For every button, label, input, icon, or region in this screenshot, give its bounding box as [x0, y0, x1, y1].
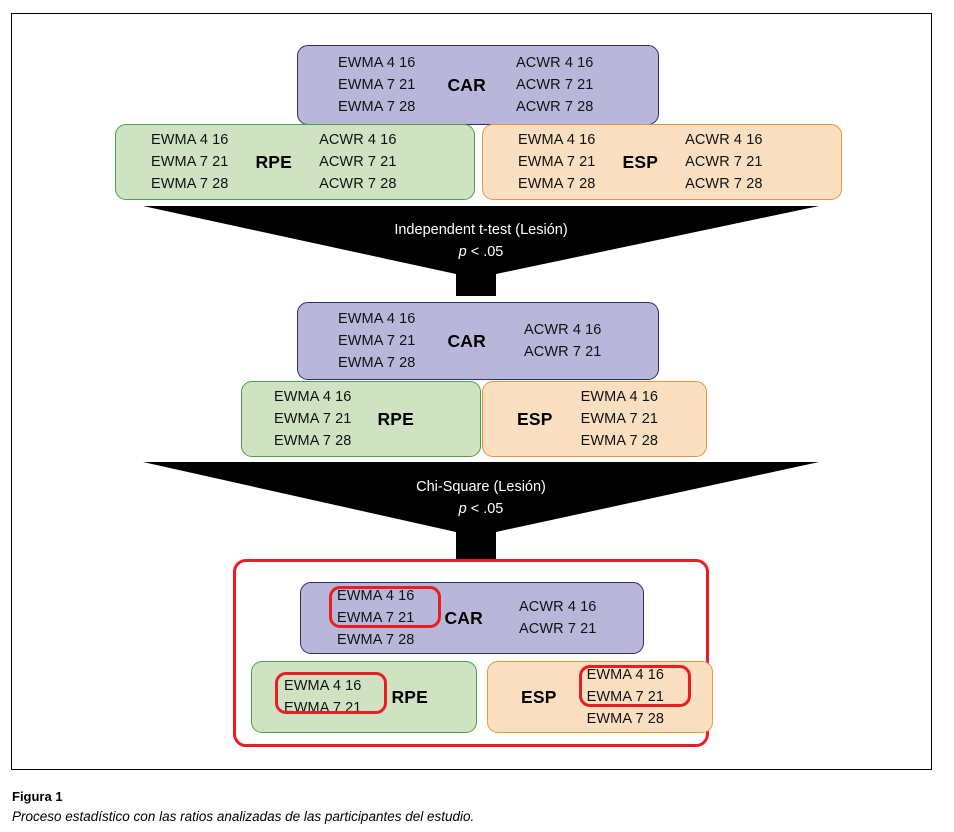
funnel-shape-1 — [143, 206, 819, 296]
stage3-car-label: CAR — [444, 607, 483, 628]
funnel-2-pvalue: p < .05 — [143, 500, 819, 518]
stage1-rpe-left-ratios: EWMA 4 16 EWMA 7 21 EWMA 7 28 — [151, 129, 228, 195]
funnel-arrow-2: Chi-Square (Lesión) p < .05 — [143, 460, 819, 559]
funnel-1-pvalue: p < .05 — [143, 243, 819, 261]
stage2-esp-box: ESP EWMA 4 16 EWMA 7 21 EWMA 7 28 — [482, 381, 707, 457]
stage1-car-label: CAR — [447, 74, 486, 95]
ratio-item: EWMA 4 16 — [338, 55, 416, 71]
ratio-item: EWMA 7 28 — [338, 355, 416, 371]
stage1-esp-right-ratios: ACWR 4 16 ACWR 7 21 ACWR 7 28 — [685, 129, 762, 195]
funnel-1-title: Independent t-test (Lesión) — [394, 222, 568, 238]
stage3-esp-box: ESP EWMA 4 16 EWMA 7 21 EWMA 7 28 — [487, 661, 713, 733]
p-symbol: p — [458, 244, 467, 260]
stage1-esp-label: ESP — [622, 151, 659, 172]
p-symbol: p — [458, 501, 467, 517]
ratio-item: ACWR 7 21 — [518, 621, 597, 637]
caption-title: Figura 1 — [12, 789, 63, 804]
stage3-rpe-box: EWMA 4 16 EWMA 7 21 RPE — [251, 661, 477, 733]
ratio-item: EWMA 7 21 — [338, 77, 416, 93]
ratio-item: ACWR 7 21 — [319, 154, 397, 170]
stage1-esp-left-ratios: EWMA 4 16 EWMA 7 21 EWMA 7 28 — [518, 129, 595, 195]
ratio-item: EWMA 7 21 — [580, 411, 659, 427]
stage3-car-left-ratios: EWMA 4 16 EWMA 7 21 EWMA 7 28 — [329, 585, 441, 651]
stage2-car-right-ratios: ACWR 4 16 ACWR 7 21 — [524, 319, 601, 363]
ratio-item: EWMA 4 16 — [274, 389, 352, 405]
figure-frame: EWMA 4 16 EWMA 7 21 EWMA 7 28 CAR ACWR 4… — [11, 13, 932, 770]
stage1-car-left-ratios: EWMA 4 16 EWMA 7 21 EWMA 7 28 — [338, 52, 415, 118]
ratio-item: ACWR 7 28 — [685, 176, 763, 192]
ratio-item: ACWR 7 21 — [685, 154, 763, 170]
stage3-esp-label: ESP — [521, 686, 557, 707]
ratio-item: EWMA 7 21 — [586, 689, 665, 705]
funnel-shape-2 — [143, 462, 819, 559]
figure-caption: Figura 1 Proceso estadístico con las rat… — [12, 788, 912, 826]
ratio-item: EWMA 7 21 — [518, 154, 596, 170]
ratio-item: EWMA 4 16 — [580, 389, 659, 405]
stage3-car-right-ratios: ACWR 4 16 ACWR 7 21 — [519, 596, 596, 640]
stage2-rpe-left-ratios: EWMA 4 16 EWMA 7 21 EWMA 7 28 — [274, 386, 351, 452]
caption-text: Proceso estadístico con las ratios anali… — [12, 809, 475, 824]
funnel-arrow-1: Independent t-test (Lesión) p < .05 — [143, 204, 819, 296]
ratio-item: EWMA 7 21 — [151, 154, 229, 170]
ratio-item: EWMA 7 28 — [151, 176, 229, 192]
ratio-item: EWMA 4 16 — [338, 311, 416, 327]
stage3-esp-right-ratios: EWMA 4 16 EWMA 7 21 EWMA 7 28 — [578, 664, 691, 730]
ratio-item: ACWR 7 21 — [523, 344, 602, 360]
stage1-rpe-box: EWMA 4 16 EWMA 7 21 EWMA 7 28 RPE ACWR 4… — [115, 124, 475, 200]
stage3-car-box: EWMA 4 16 EWMA 7 21 EWMA 7 28 CAR ACWR 4… — [300, 582, 644, 654]
stage1-rpe-right-ratios: ACWR 4 16 ACWR 7 21 ACWR 7 28 — [319, 129, 396, 195]
stage1-rpe-label: RPE — [255, 151, 293, 172]
ratio-item: ACWR 7 21 — [515, 77, 594, 93]
stage2-car-label: CAR — [447, 330, 486, 351]
stage3-rpe-left-ratios: EWMA 4 16 EWMA 7 21 — [275, 672, 387, 719]
ratio-item: EWMA 7 28 — [580, 433, 659, 449]
funnel-2-title: Chi-Square (Lesión) — [416, 479, 546, 495]
p-threshold: < .05 — [466, 501, 504, 517]
ratio-item: ACWR 4 16 — [518, 599, 597, 615]
stage2-rpe-label: RPE — [377, 408, 415, 429]
ratio-item: ACWR 7 28 — [319, 176, 397, 192]
ratio-item: ACWR 7 28 — [515, 99, 594, 115]
ratio-item: EWMA 4 16 — [284, 678, 362, 694]
ratio-item: EWMA 4 16 — [586, 667, 665, 683]
stage2-esp-right-ratios: EWMA 4 16 EWMA 7 21 EWMA 7 28 — [581, 386, 658, 452]
final-selection-container: EWMA 4 16 EWMA 7 21 EWMA 7 28 CAR ACWR 4… — [233, 559, 713, 747]
ratio-item: EWMA 4 16 — [151, 132, 229, 148]
ratio-item: EWMA 7 21 — [284, 700, 362, 716]
stage1-car-box: EWMA 4 16 EWMA 7 21 EWMA 7 28 CAR ACWR 4… — [297, 45, 659, 125]
ratio-item: EWMA 7 28 — [586, 711, 665, 727]
ratio-item: EWMA 7 21 — [337, 610, 415, 626]
ratio-item: ACWR 4 16 — [515, 55, 594, 71]
stage2-car-box: EWMA 4 16 EWMA 7 21 EWMA 7 28 CAR ACWR 4… — [297, 302, 659, 380]
ratio-item: EWMA 7 28 — [518, 176, 596, 192]
p-threshold: < .05 — [466, 244, 504, 260]
stage2-esp-label: ESP — [517, 408, 553, 429]
stage2-car-left-ratios: EWMA 4 16 EWMA 7 21 EWMA 7 28 — [338, 308, 415, 374]
ratio-item: EWMA 7 21 — [338, 333, 416, 349]
stage1-esp-box: EWMA 4 16 EWMA 7 21 EWMA 7 28 ESP ACWR 4… — [482, 124, 842, 200]
ratio-item: ACWR 4 16 — [685, 132, 763, 148]
ratio-item: EWMA 4 16 — [518, 132, 596, 148]
funnel-1-text-group: Independent t-test (Lesión) p < .05 — [143, 221, 819, 261]
ratio-item: EWMA 7 21 — [274, 411, 352, 427]
funnel-2-text-group: Chi-Square (Lesión) p < .05 — [143, 478, 819, 518]
ratio-item: EWMA 7 28 — [338, 99, 416, 115]
ratio-item: EWMA 4 16 — [337, 588, 415, 604]
ratio-item: EWMA 7 28 — [274, 433, 352, 449]
ratio-item: ACWR 4 16 — [319, 132, 397, 148]
stage3-rpe-label: RPE — [391, 686, 429, 707]
ratio-item: ACWR 4 16 — [523, 322, 602, 338]
stage2-rpe-box: EWMA 4 16 EWMA 7 21 EWMA 7 28 RPE — [241, 381, 481, 457]
stage1-car-right-ratios: ACWR 4 16 ACWR 7 21 ACWR 7 28 — [516, 52, 593, 118]
ratio-item: EWMA 7 28 — [337, 632, 415, 648]
